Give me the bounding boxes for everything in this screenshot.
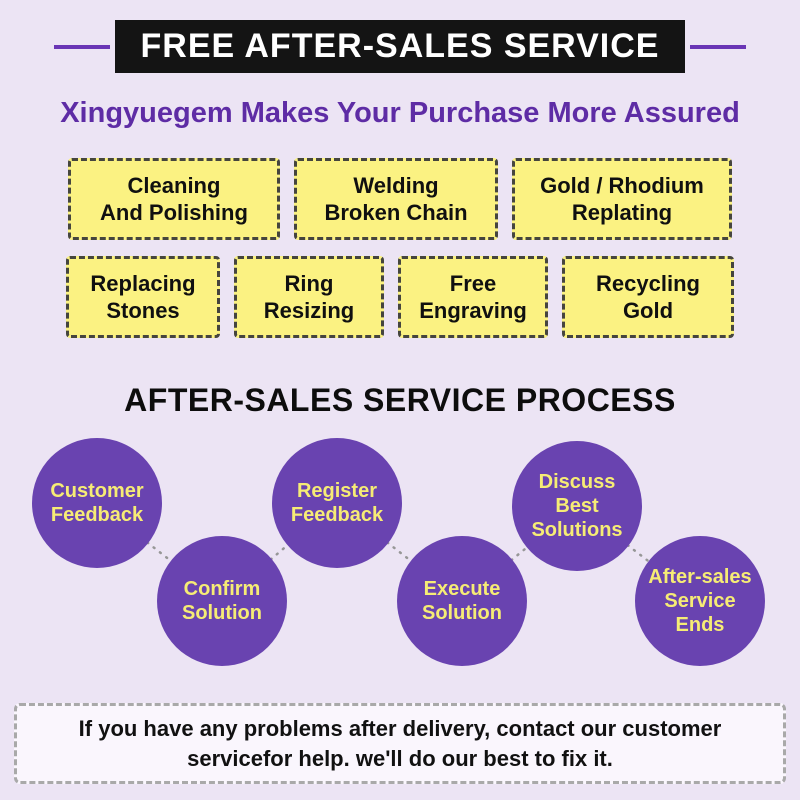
banner-row: FREE AFTER-SALES SERVICE (0, 0, 800, 73)
process-flow: Customer Feedback Confirm Solution Regis… (0, 431, 800, 697)
banner-side-line-left (53, 44, 110, 49)
banner-side-line-right (690, 44, 747, 49)
process-step-confirm-solution: Confirm Solution (157, 536, 287, 666)
service-box-cleaning-polishing: Cleaning And Polishing (68, 158, 280, 240)
service-box-free-engraving: Free Engraving (398, 256, 548, 338)
subtitle: Xingyuegem Makes Your Purchase More Assu… (60, 97, 740, 129)
footer-note: If you have any problems after delivery,… (14, 703, 786, 785)
process-step-discuss-best-solutions: Discuss Best Solutions (512, 441, 642, 571)
services-row-1: Cleaning And Polishing Welding Broken Ch… (0, 158, 800, 240)
banner-title: FREE AFTER-SALES SERVICE (114, 20, 686, 73)
service-box-gold-rhodium-replating: Gold / Rhodium Replating (512, 158, 732, 240)
process-step-register-feedback: Register Feedback (272, 438, 402, 568)
process-step-customer-feedback: Customer Feedback (32, 438, 162, 568)
service-box-recycling-gold: Recycling Gold (562, 256, 734, 338)
service-box-replacing-stones: Replacing Stones (66, 256, 220, 338)
process-step-after-sales-service-ends: After-sales Service Ends (635, 536, 765, 666)
services-row-2: Replacing Stones Ring Resizing Free Engr… (0, 256, 800, 338)
service-box-welding-broken-chain: Welding Broken Chain (294, 158, 498, 240)
process-heading: AFTER-SALES SERVICE PROCESS (124, 382, 676, 418)
process-step-execute-solution: Execute Solution (397, 536, 527, 666)
service-box-ring-resizing: Ring Resizing (234, 256, 384, 338)
